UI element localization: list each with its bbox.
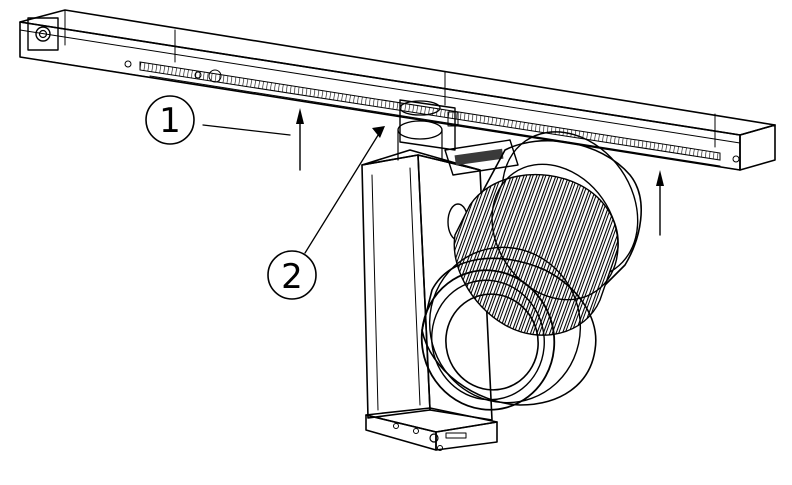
callout-2-arrowhead (372, 126, 385, 138)
track-adapter (397, 99, 459, 161)
callout-2: 2 (267, 126, 385, 300)
driver-box (361, 149, 498, 451)
lamp-head (421, 131, 642, 406)
arrow-rail-left (296, 108, 304, 171)
callout-2-label: 2 (281, 257, 303, 297)
lens (420, 269, 556, 411)
end-cap-socket (27, 17, 59, 51)
arrow-rail-right (656, 170, 664, 236)
callout-1-label: 1 (159, 101, 181, 141)
callout-1: 1 (145, 95, 291, 145)
rail-mounting-holes (124, 60, 740, 163)
